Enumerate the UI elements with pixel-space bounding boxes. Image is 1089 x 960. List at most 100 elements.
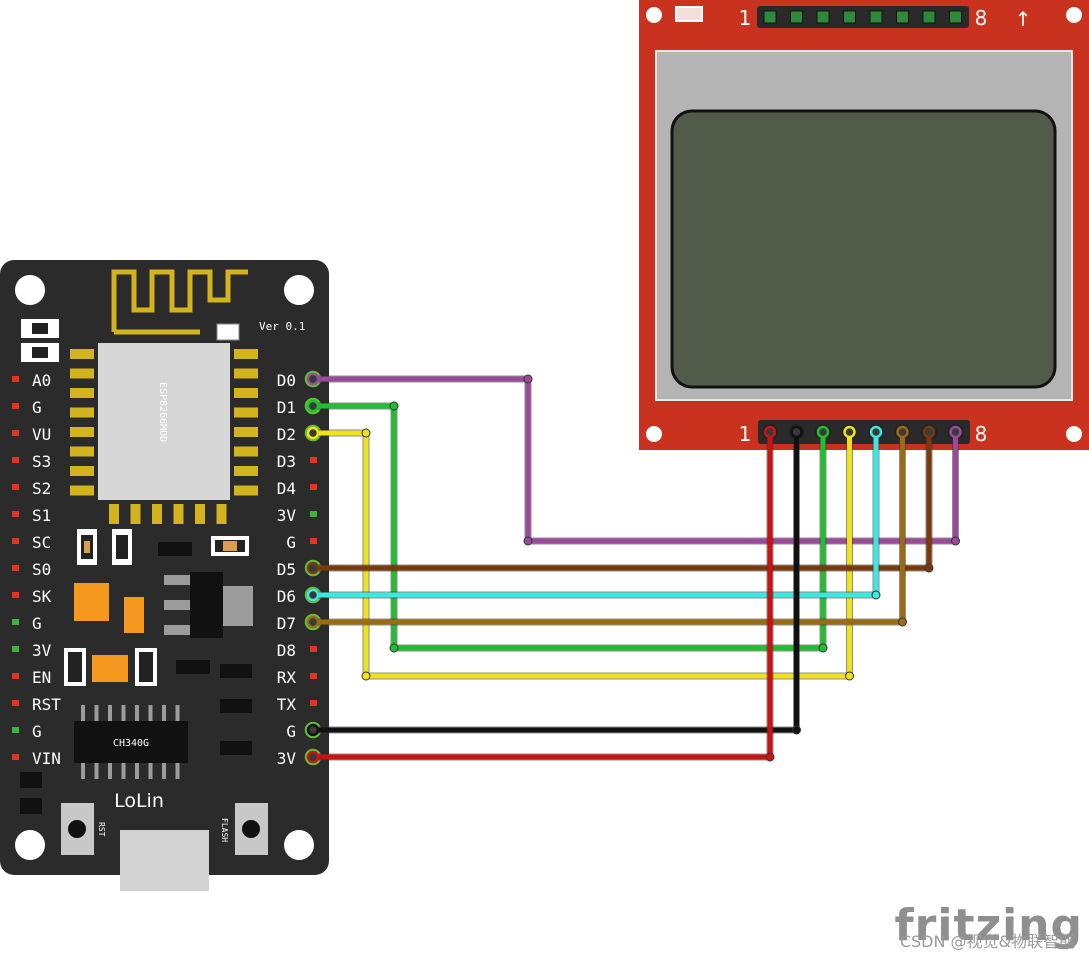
wire-bend: [792, 725, 801, 735]
left-pin-label: S1: [32, 506, 51, 525]
left-pin-label: RST: [32, 695, 61, 714]
wire-bend: [523, 536, 533, 546]
esp-pad: [234, 407, 258, 418]
wire-g: [313, 432, 799, 733]
smd-component: [158, 542, 192, 556]
lcd-top-pin: [949, 10, 962, 24]
left-pin-stub: [12, 619, 19, 625]
right-pin-stub: [310, 673, 317, 679]
esp-pad: [234, 466, 258, 476]
board-logo: LoLin: [114, 790, 164, 812]
right-pin-stub: [310, 511, 317, 517]
lcd-screen: [670, 109, 1057, 389]
left-pin-stub: [12, 646, 19, 652]
esp-pad: [130, 504, 141, 524]
esp-pad: [234, 427, 258, 437]
regulator-pin: [164, 575, 194, 585]
left-pin-label: S2: [32, 479, 51, 498]
left-pin-label: G: [32, 614, 42, 633]
esp-pad: [234, 349, 258, 359]
left-pin-stub: [12, 727, 19, 733]
left-pin-stub: [12, 376, 19, 382]
capacitor: [74, 583, 109, 621]
chip-leg: [81, 763, 85, 779]
lcd-bottom-header: [758, 420, 970, 444]
left-pin-label: G: [32, 722, 42, 741]
chip-leg: [175, 705, 180, 721]
chip-leg: [108, 763, 112, 779]
esp-pad: [195, 504, 205, 524]
smd-component: [223, 541, 237, 551]
wire-endpoint: [306, 372, 320, 386]
esp-pad: [70, 485, 94, 496]
right-pin-label: 3V: [277, 506, 297, 525]
esp-pad: [70, 349, 94, 359]
right-pin-label: RX: [277, 668, 297, 687]
esp-pad: [70, 368, 94, 379]
lcd-top-pin: [816, 10, 830, 24]
left-pin-label: VU: [32, 425, 51, 444]
flash-button-label: FLASH: [220, 818, 229, 842]
orientation-arrow-icon: ↑: [1015, 7, 1032, 31]
chip-leg: [135, 705, 139, 721]
wire-endpoint: [306, 615, 320, 629]
chip-leg: [94, 705, 99, 721]
esp-pad: [173, 504, 184, 524]
wire-bend: [898, 617, 907, 627]
right-pin-label: D6: [277, 587, 296, 606]
wire-endpoint: [869, 425, 883, 439]
wire-bend: [523, 374, 533, 384]
lcd-module: 1 8 ↑ 1 8: [639, 0, 1089, 450]
lcd-top-pin: [896, 10, 909, 24]
wire-endpoint: [896, 425, 909, 439]
smd-component: [68, 652, 82, 682]
wire-bend: [924, 563, 934, 573]
lcd-top-pin: [763, 10, 777, 24]
smd-component: [116, 535, 128, 559]
smd-component: [176, 660, 210, 674]
board-mount-hole: [15, 830, 45, 860]
wires: [306, 372, 962, 764]
left-pin-label: SC: [32, 533, 51, 552]
lcd-mount-hole: [646, 426, 662, 442]
lcd-top-pin: [869, 10, 883, 24]
wire-bend: [389, 643, 399, 653]
usb-serial-chip-label: CH340G: [113, 738, 149, 749]
right-pin-label: D0: [277, 371, 296, 390]
smd-component: [220, 741, 252, 755]
board-version: Ver 0.1: [259, 320, 305, 333]
right-pin-label: D5: [277, 560, 296, 579]
chip-leg: [81, 705, 85, 721]
wire-bend: [845, 671, 854, 681]
left-pin-stub: [12, 592, 19, 598]
right-pin-label: D2: [277, 425, 296, 444]
left-pin-stub: [12, 565, 19, 571]
left-pin-label: EN: [32, 668, 51, 687]
chip-leg: [162, 763, 166, 779]
smd-component: [220, 699, 252, 713]
lcd-top-pin: [790, 10, 803, 24]
wire-endpoint: [790, 425, 803, 439]
left-pin-label: S0: [32, 560, 51, 579]
left-pin-stub: [12, 754, 19, 760]
capacitor: [92, 655, 128, 682]
left-pin-stub: [12, 457, 19, 463]
chip-leg: [121, 705, 126, 721]
left-pin-label: SK: [32, 587, 52, 606]
right-pin-stub: [310, 484, 317, 490]
right-pin-label: D3: [277, 452, 296, 471]
lcd-mount-hole: [1066, 426, 1082, 442]
left-pin-label: A0: [32, 371, 51, 390]
wire-outline: [313, 432, 800, 734]
board-mount-hole: [15, 275, 45, 305]
lcd-top-pin: [843, 10, 856, 24]
wire-bend: [871, 590, 881, 600]
left-pin-label: S3: [32, 452, 51, 471]
right-pin-label: D8: [277, 641, 296, 660]
chip-leg: [175, 763, 180, 779]
right-pin-label: TX: [277, 695, 297, 714]
wire-endpoint: [816, 425, 830, 439]
right-pin-label: D7: [277, 614, 296, 633]
left-pin-label: 3V: [32, 641, 52, 660]
switch-knob: [32, 323, 48, 334]
